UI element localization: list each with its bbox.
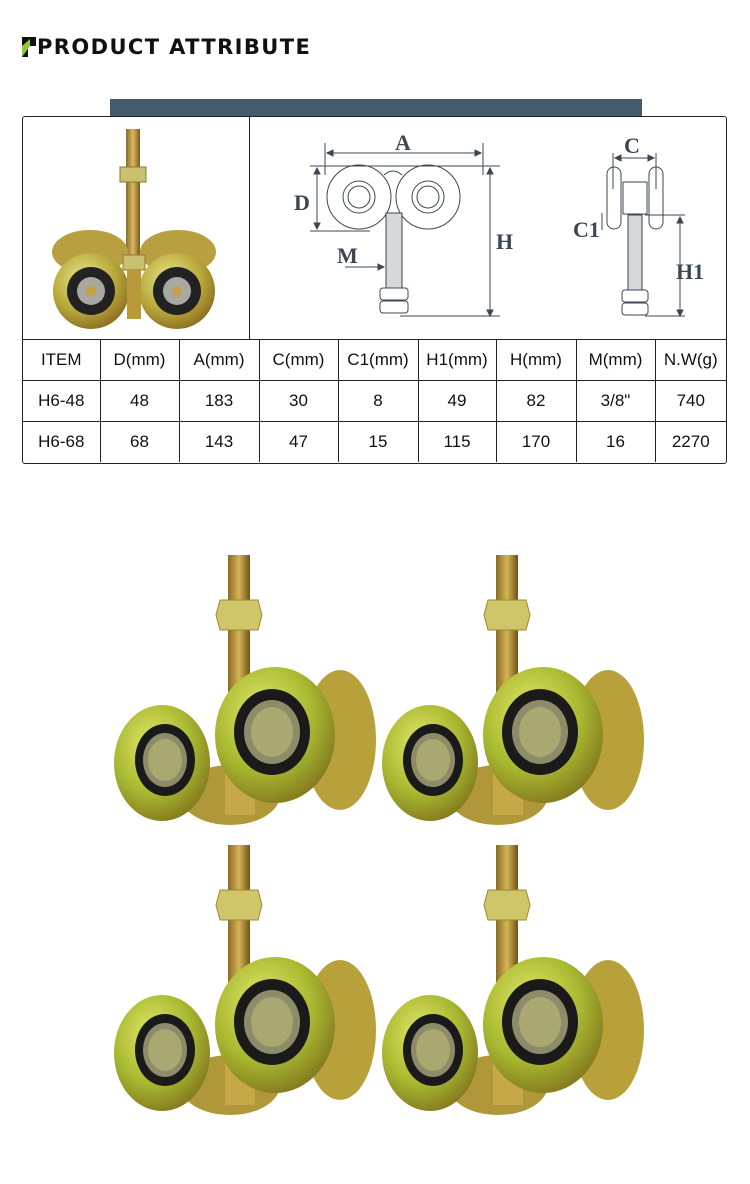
spec-box: A D M H xyxy=(22,116,727,464)
header-cell: H(mm) xyxy=(495,339,576,381)
svg-text:M: M xyxy=(337,243,358,268)
table-row: H6-68 68 143 47 15 115 170 16 2270 xyxy=(23,421,726,462)
gallery-image-4 xyxy=(378,835,648,1125)
header-cell: ITEM xyxy=(23,339,100,381)
cell: 2270 xyxy=(654,421,726,462)
svg-text:C: C xyxy=(624,133,640,158)
cell: 115 xyxy=(417,421,496,462)
cell: 82 xyxy=(495,380,576,422)
svg-text:C1: C1 xyxy=(573,217,600,242)
table-row: H6-48 48 183 30 8 49 82 3/8" 740 xyxy=(23,380,726,422)
cell: 30 xyxy=(258,380,338,422)
cell: 49 xyxy=(417,380,496,422)
cell: 16 xyxy=(575,421,655,462)
svg-text:H1: H1 xyxy=(676,259,704,284)
cell: H6-68 xyxy=(23,421,100,462)
gallery-image-1 xyxy=(110,545,380,835)
cell: 15 xyxy=(337,421,418,462)
gallery-image-2 xyxy=(378,545,648,835)
header-band xyxy=(110,99,642,117)
cell: H6-48 xyxy=(23,380,100,422)
product-photo xyxy=(23,117,250,339)
cell: 3/8" xyxy=(575,380,655,422)
cell: 183 xyxy=(178,380,259,422)
spec-table: ITEM D(mm) A(mm) C(mm) C1(mm) H1(mm) H(m… xyxy=(23,339,726,462)
header-cell: M(mm) xyxy=(575,339,655,381)
page-title: PRODUCT ATTRIBUTE xyxy=(22,33,311,61)
header-cell: A(mm) xyxy=(178,339,259,381)
cell: 47 xyxy=(258,421,338,462)
header-cell: D(mm) xyxy=(99,339,179,381)
header-cell: N.W(g) xyxy=(654,339,726,381)
gallery-image-3 xyxy=(110,835,380,1125)
cell: 170 xyxy=(495,421,576,462)
header-cell: H1(mm) xyxy=(417,339,496,381)
table-header-row: ITEM D(mm) A(mm) C(mm) C1(mm) H1(mm) H(m… xyxy=(23,339,726,381)
cell: 143 xyxy=(178,421,259,462)
header-cell: C1(mm) xyxy=(337,339,418,381)
cell: 68 xyxy=(99,421,179,462)
title-accent-icon xyxy=(22,37,36,57)
product-gallery xyxy=(110,545,650,1135)
svg-text:H: H xyxy=(496,229,513,254)
header-cell: C(mm) xyxy=(258,339,338,381)
cell: 740 xyxy=(654,380,726,422)
svg-text:D: D xyxy=(294,190,310,215)
cell: 48 xyxy=(99,380,179,422)
technical-diagram: A D M H xyxy=(250,117,726,339)
label-A: A xyxy=(395,130,411,155)
cell: 8 xyxy=(337,380,418,422)
title-text: PRODUCT ATTRIBUTE xyxy=(37,35,312,59)
